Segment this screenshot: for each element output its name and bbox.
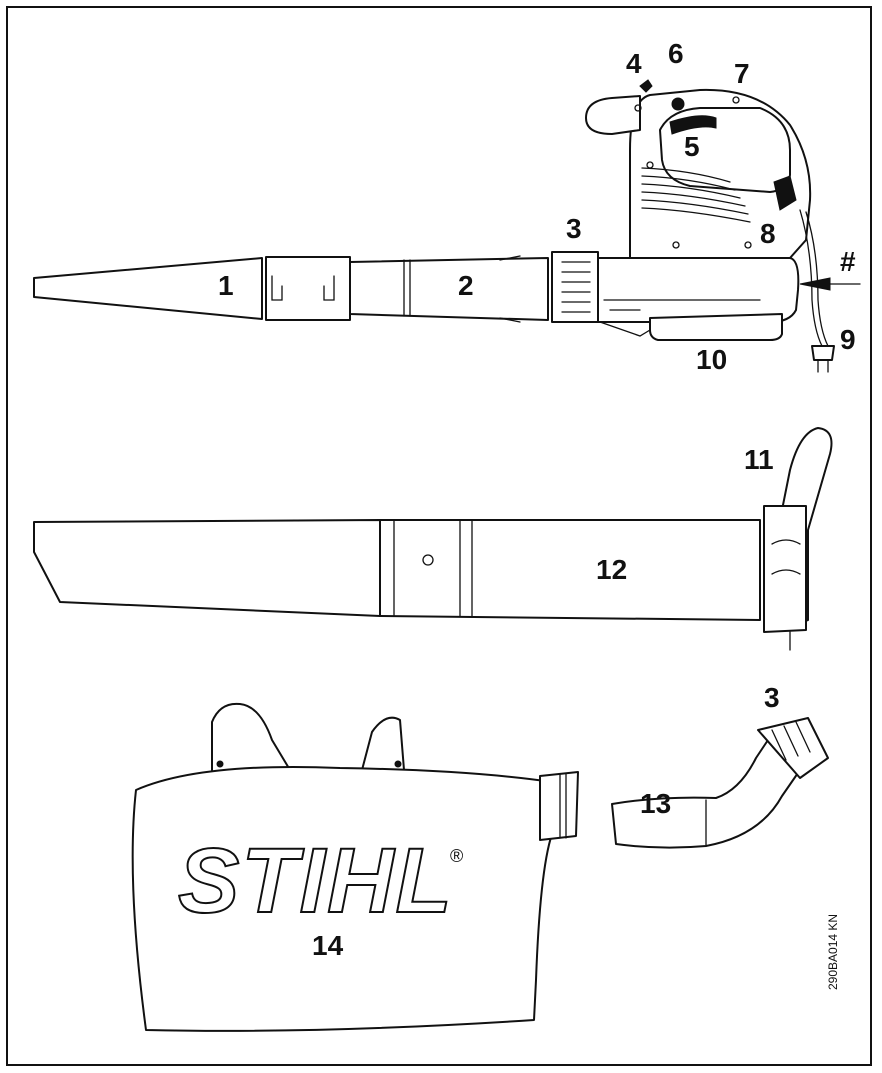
bag-strap — [211, 702, 291, 771]
blower-tube — [349, 257, 549, 321]
power-plug — [811, 345, 835, 361]
front-grip — [585, 95, 641, 135]
cord-retainer — [773, 175, 797, 211]
callout-11: 11 — [744, 444, 774, 475]
collection-bag — [131, 765, 553, 1032]
callout-1: 1 — [218, 270, 234, 301]
callout-12: 12 — [596, 554, 628, 585]
svg-text:®: ® — [450, 846, 463, 866]
elbow-nozzle — [611, 739, 801, 849]
callout-6: 6 — [668, 38, 684, 69]
accessory-tray — [649, 313, 783, 341]
stihl-logo: STIHL ® — [177, 829, 463, 933]
svg-text:STIHL: STIHL — [178, 830, 454, 932]
callout-2: 2 — [458, 270, 474, 301]
blower-nozzle — [33, 257, 263, 320]
bag-connector — [539, 771, 579, 841]
callout-14: 14 — [312, 930, 344, 961]
drawing-code: 290BA014 KN — [826, 913, 840, 990]
callout-13: 13 — [640, 788, 672, 819]
switch-trigger — [669, 115, 717, 135]
callout-7: 7 — [734, 58, 750, 89]
speed-lever — [639, 79, 653, 93]
lock-button — [671, 97, 685, 111]
suction-tube — [33, 519, 381, 617]
nozzle-bracket — [265, 256, 351, 321]
callout-10: 10 — [696, 344, 728, 375]
callout-hash: # — [840, 246, 856, 277]
arrow-marker — [799, 277, 831, 291]
power-cord — [799, 209, 823, 347]
callout-3-bottom: 3 — [764, 682, 780, 713]
callout-9: 9 — [840, 324, 856, 355]
motor-housing — [597, 257, 800, 323]
callout-4: 4 — [626, 48, 642, 79]
callout-8: 8 — [760, 218, 776, 249]
callout-3-top: 3 — [566, 213, 582, 244]
callout-5: 5 — [684, 131, 700, 162]
